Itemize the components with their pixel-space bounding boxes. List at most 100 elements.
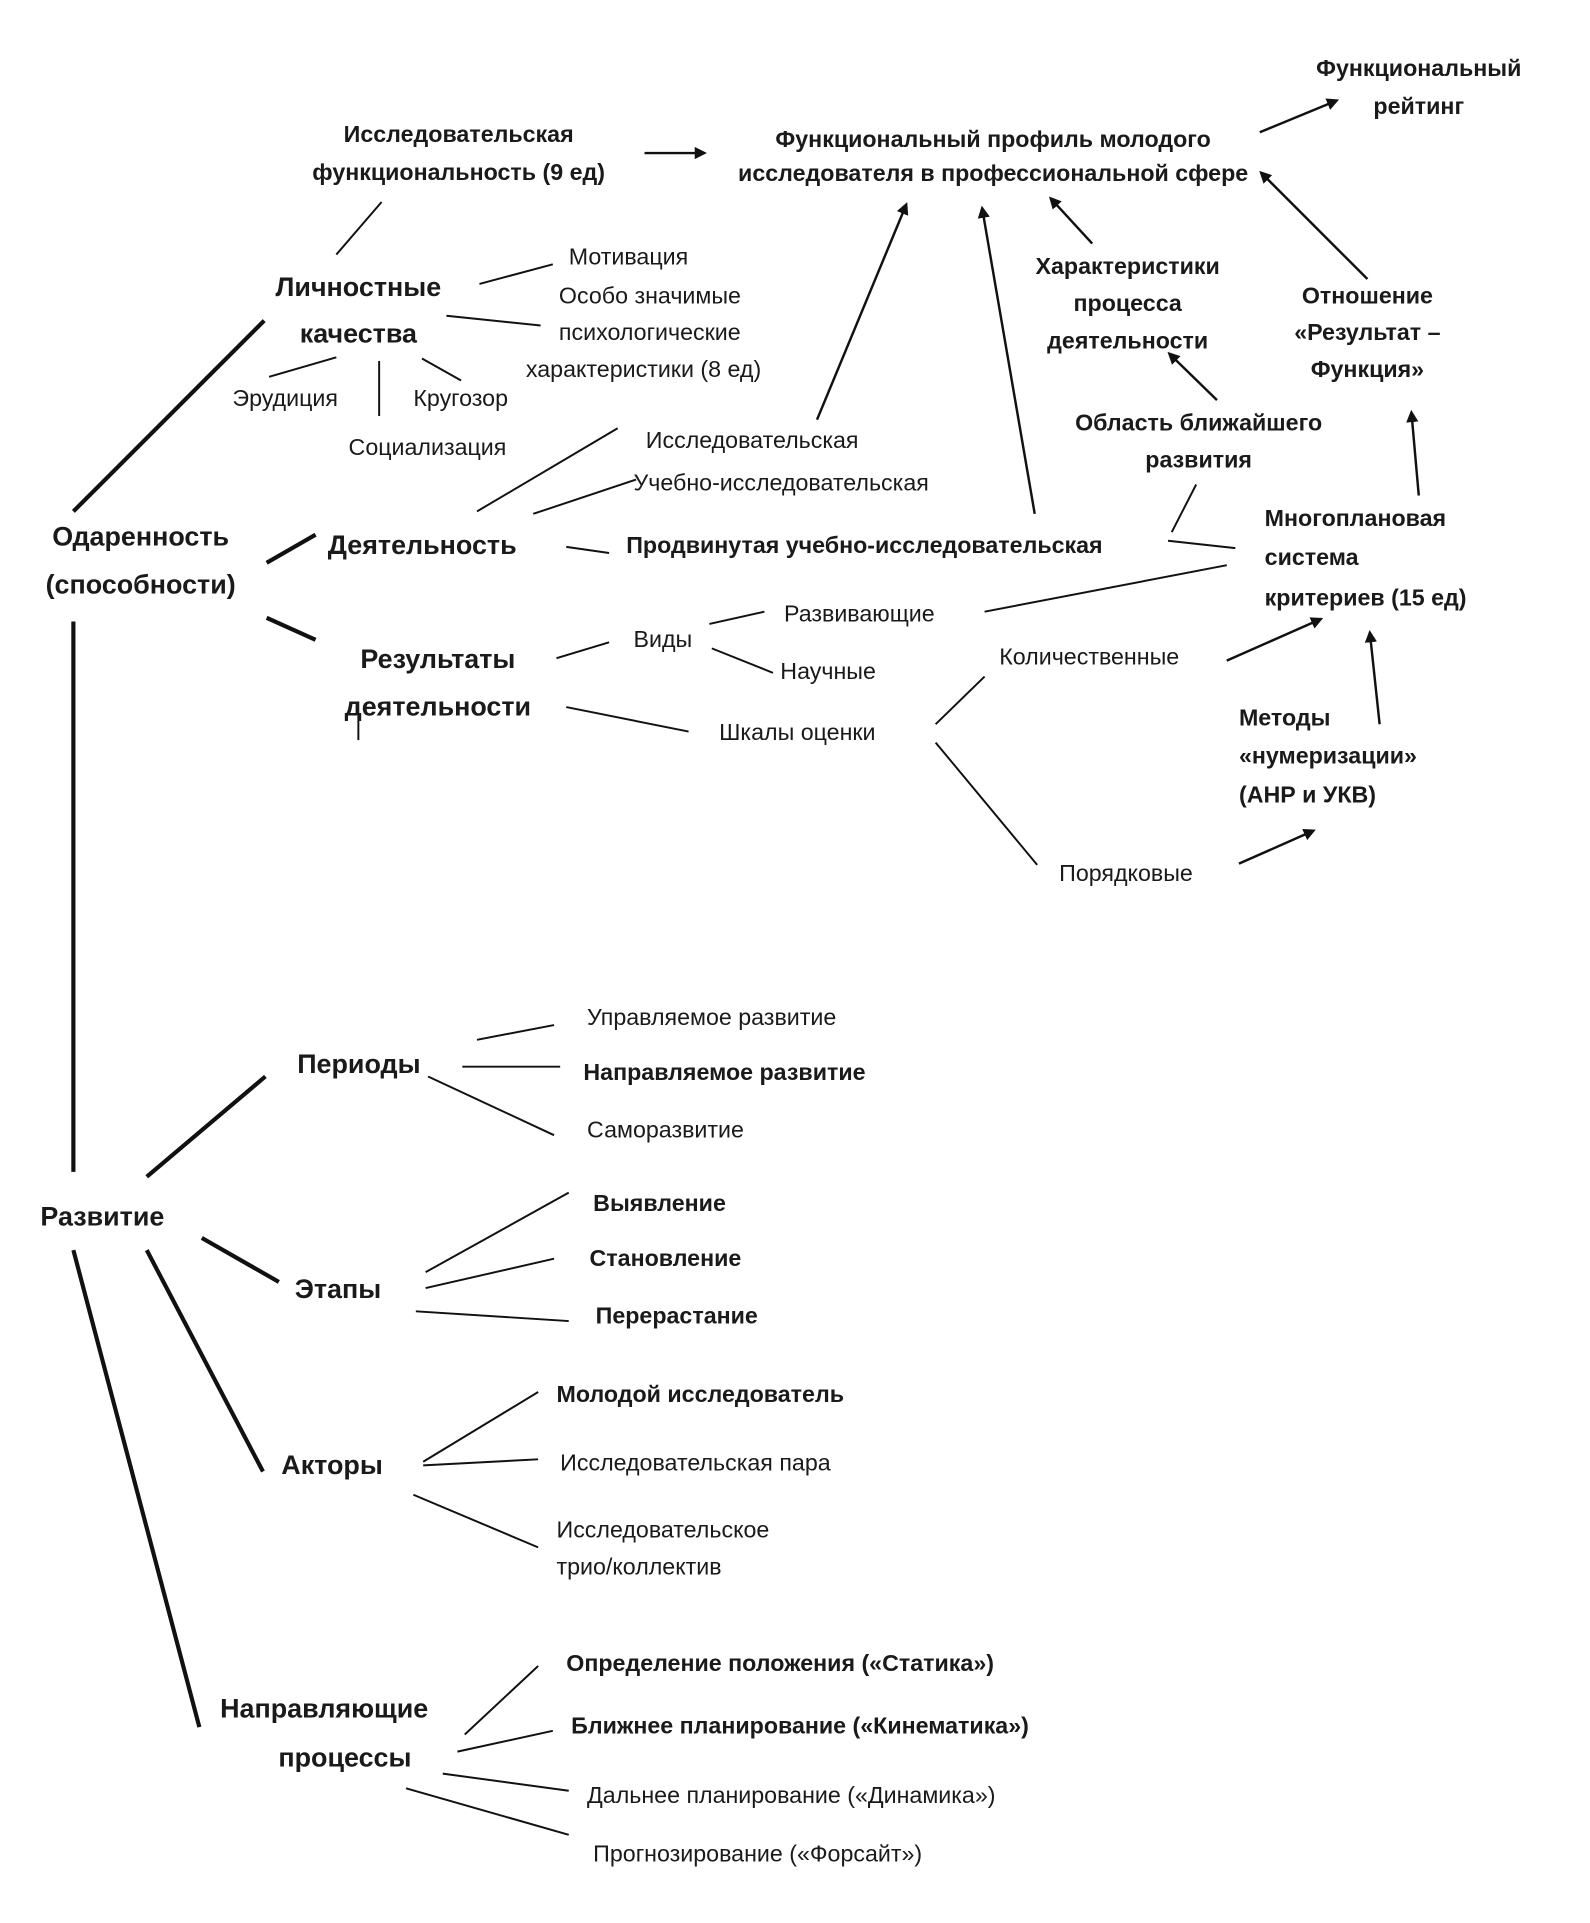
link [532, 478, 637, 515]
link [446, 314, 541, 327]
node-psych: характеристики (8 ед) [526, 356, 761, 382]
arrow [1364, 630, 1381, 725]
node-activity: Деятельность [328, 530, 517, 560]
link [1167, 539, 1236, 550]
arrow [1259, 170, 1369, 280]
arrow [1226, 617, 1324, 662]
link [556, 641, 610, 660]
node-criteria: критериев (15 ед) [1265, 585, 1467, 611]
node-results: деятельности [345, 692, 531, 722]
node-results: Результаты [360, 644, 515, 674]
node-act-research: Исследовательская [646, 427, 859, 453]
actor-item: Исследовательская пара [560, 1449, 831, 1475]
period-item: Управляемое развитие [587, 1004, 836, 1030]
node-research-func: Исследовательская [344, 121, 574, 147]
link [464, 1665, 539, 1736]
stage-item: Становление [590, 1245, 742, 1271]
node-socialization: Социализация [349, 434, 507, 460]
node-quantitative: Количественные [999, 643, 1179, 669]
node-criteria: Многоплановая [1265, 505, 1446, 531]
node-giftedness: (способности) [46, 569, 236, 599]
link [422, 1391, 539, 1463]
actor-item: трио/коллектив [556, 1553, 721, 1579]
node-rating: рейтинг [1373, 93, 1464, 119]
node-methods: «нумеризации» [1239, 742, 1417, 768]
node-zone: развития [1145, 446, 1252, 472]
link [144, 1249, 265, 1473]
guiding-item: Ближнее планирование («Кинематика») [571, 1712, 1029, 1738]
link [711, 647, 774, 674]
node-scientific: Научные [780, 658, 876, 684]
node-relation: «Результат – [1294, 319, 1440, 345]
node-periods: Периоды [297, 1049, 420, 1079]
node-guiding: Направляющие [220, 1693, 428, 1723]
link [71, 319, 266, 513]
link [457, 1729, 554, 1753]
actor-item: Молодой исследователь [556, 1381, 843, 1407]
link [413, 1493, 539, 1549]
link [268, 356, 337, 378]
stage-item: Выявление [593, 1190, 726, 1216]
link [566, 706, 689, 733]
link [1170, 484, 1198, 533]
period-item: Направляемое развитие [583, 1059, 865, 1085]
period-item: Саморазвитие [587, 1117, 744, 1143]
node-psych: психологические [559, 319, 741, 345]
node-ordinal: Порядковые [1059, 860, 1193, 886]
labels: Функциональный рейтинг Исследовательская… [40, 55, 1521, 1867]
node-psych: Особо значимые [559, 282, 741, 308]
link [934, 675, 986, 725]
node-relation: Отношение [1302, 282, 1433, 308]
node-development: Развитие [40, 1202, 164, 1232]
arrow-profile-to-rating [1259, 98, 1340, 134]
stage-item: Перерастание [596, 1303, 758, 1329]
guiding-item: Определение положения («Статика») [566, 1650, 994, 1676]
link [442, 1772, 569, 1792]
link [145, 1074, 267, 1179]
node-act-advanced: Продвинутая учебно-исследовательская [626, 532, 1102, 558]
node-guiding: процессы [278, 1742, 411, 1772]
link [476, 427, 619, 513]
link [425, 1191, 570, 1274]
link [335, 201, 383, 256]
arrow [815, 202, 909, 421]
node-types: Виды [634, 626, 693, 652]
connectors [71, 98, 1420, 1836]
node-motivation: Мотивация [569, 243, 688, 269]
node-relation: Функция» [1311, 356, 1424, 382]
link [71, 1249, 202, 1728]
link [476, 1024, 555, 1041]
link [479, 263, 554, 285]
link [265, 532, 317, 565]
node-methods: (АНР и УКВ) [1239, 782, 1376, 808]
node-stages: Этапы [295, 1274, 381, 1304]
link [934, 741, 1038, 866]
arrow [1238, 828, 1316, 865]
link [427, 1075, 555, 1137]
arrow [1167, 351, 1218, 401]
link [984, 564, 1227, 613]
link [425, 1257, 555, 1290]
node-personal: качества [300, 319, 418, 349]
node-personal: Личностные [276, 272, 442, 302]
node-methods: Методы [1239, 704, 1330, 730]
arrow [1406, 409, 1420, 496]
node-process-chars: Характеристики [1036, 253, 1220, 279]
arrow [1048, 196, 1094, 245]
node-profile: исследователя в профессиональной сфере [738, 160, 1248, 186]
node-erudition: Эрудиция [232, 385, 338, 411]
node-zone: Область ближайшего [1075, 410, 1322, 436]
link [415, 1310, 569, 1323]
guiding-item: Прогнозирование («Форсайт») [593, 1841, 922, 1867]
node-actors: Акторы [281, 1450, 383, 1480]
node-criteria: система [1265, 544, 1360, 570]
link [200, 1236, 280, 1284]
guiding-item: Дальнее планирование («Динамика») [587, 1782, 995, 1808]
node-research-func: функциональность (9 ед) [312, 159, 605, 185]
link [566, 545, 610, 554]
node-profile: Функциональный профиль молодого [775, 126, 1210, 152]
node-scales: Шкалы оценки [719, 719, 875, 745]
node-outlook: Кругозор [413, 385, 508, 411]
